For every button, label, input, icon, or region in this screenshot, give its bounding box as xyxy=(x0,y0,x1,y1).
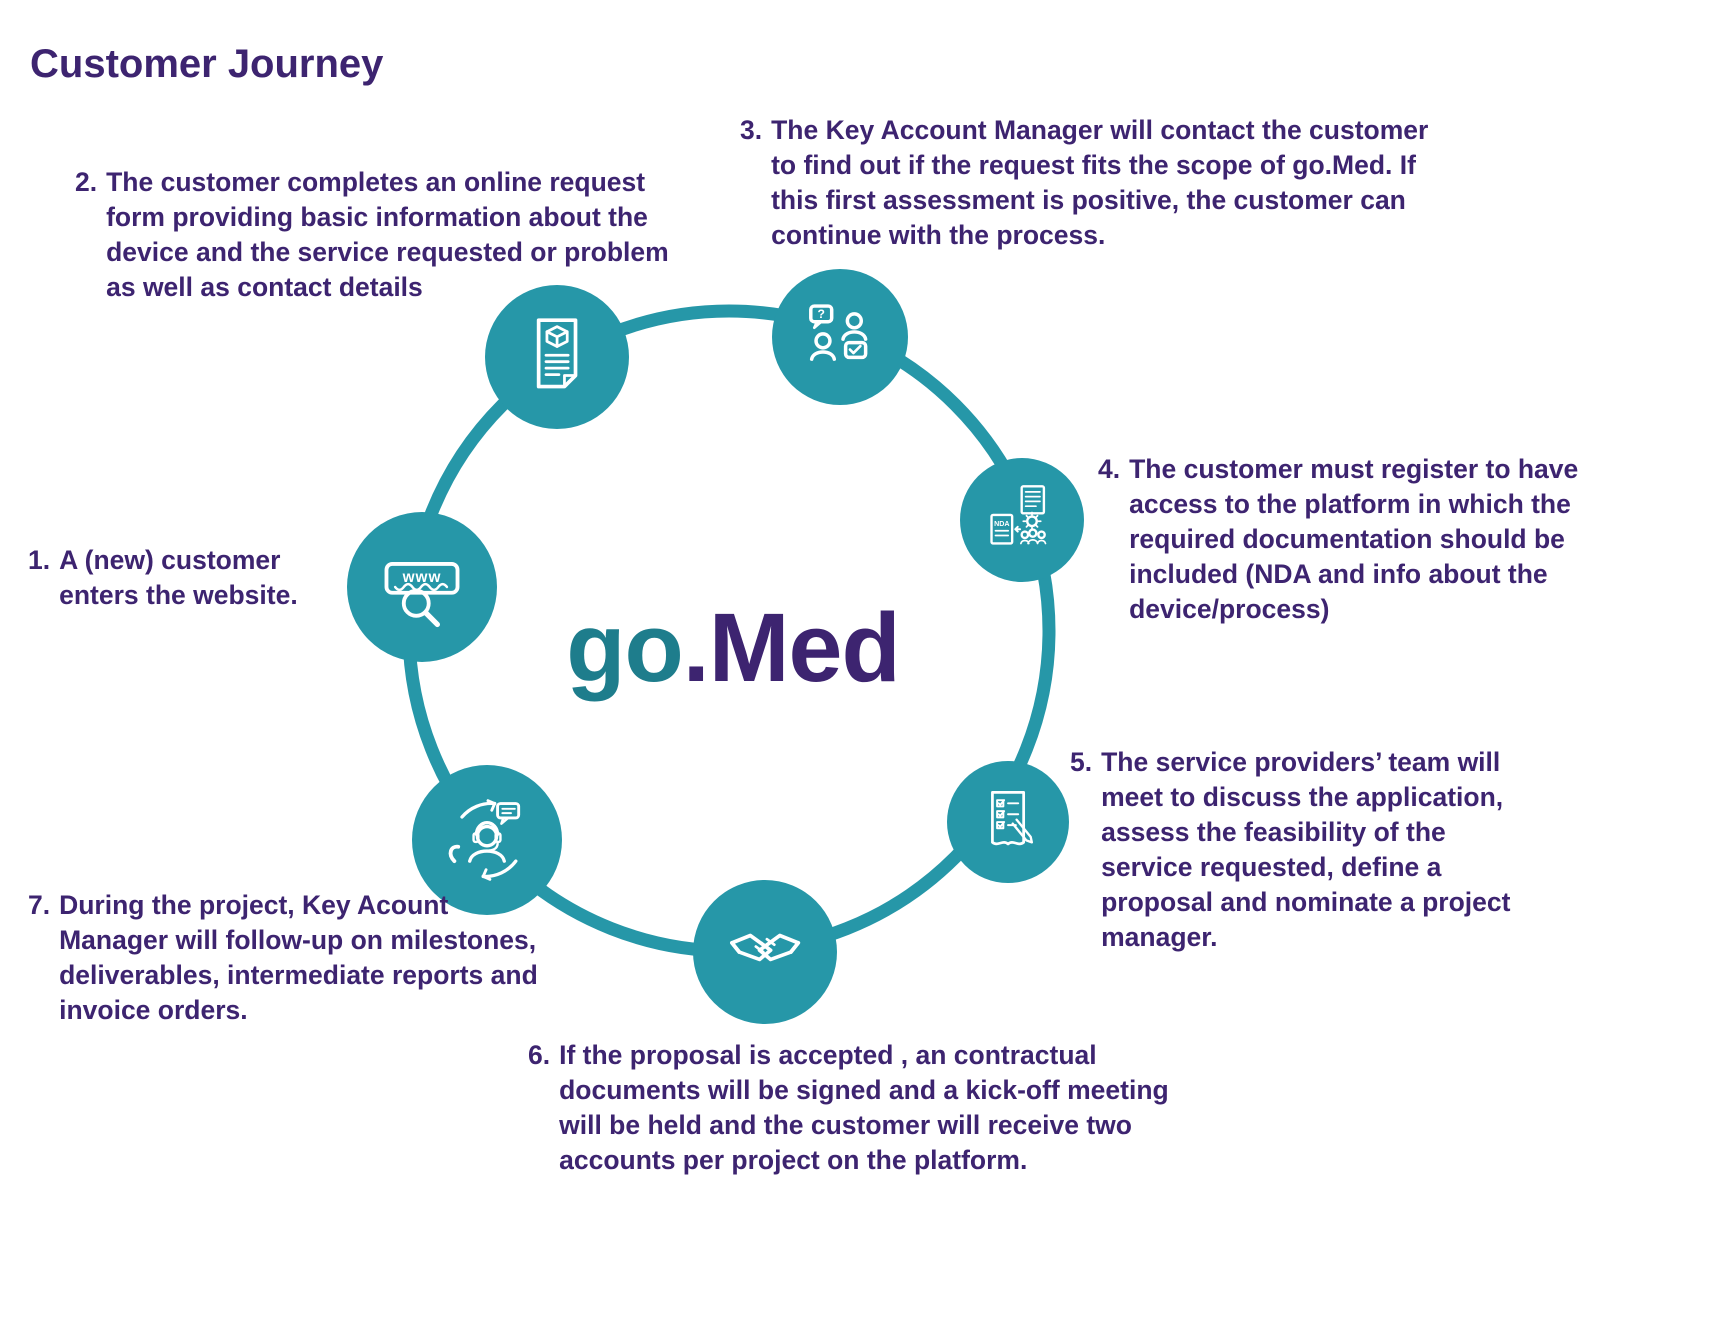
logo-dot: . xyxy=(682,593,710,702)
handshake-agreement-icon xyxy=(729,933,801,962)
step-1-description: A (new) customer enters the website. xyxy=(59,545,298,610)
logo-med: Med xyxy=(708,593,901,702)
step-1-node: www xyxy=(347,512,497,662)
svg-text:www: www xyxy=(402,569,442,586)
step-1-number: 1. xyxy=(28,545,51,575)
svg-text:?: ? xyxy=(818,308,825,322)
step-4-description: The customer must register to have acces… xyxy=(1129,454,1579,624)
step-7-text: 7. During the project, Key Acount Manage… xyxy=(28,888,548,1028)
step-5-description: The service providers’ team will meet to… xyxy=(1101,747,1511,952)
step-5-text: 5. The service providers’ team will meet… xyxy=(1070,745,1532,955)
step-6-node xyxy=(693,880,837,1024)
step-6-text: 6. If the proposal is accepted , an cont… xyxy=(528,1038,1176,1178)
step-5-number: 5. xyxy=(1070,747,1093,777)
step-2-node xyxy=(485,285,629,429)
step-4-text: 4. The customer must register to have ac… xyxy=(1098,452,1580,627)
platform-registration-nda-icon: NDA xyxy=(990,485,1047,545)
step-7-number: 7. xyxy=(28,890,51,920)
step-1-text: 1. A (new) customer enters the website. xyxy=(28,543,328,613)
step-5-node xyxy=(947,761,1069,883)
logo-go: go xyxy=(566,593,684,702)
step-7-node xyxy=(412,765,562,915)
step-4-number: 4. xyxy=(1098,454,1121,484)
gomed-logo: go.Med xyxy=(566,592,901,704)
step-2-description: The customer completes an online request… xyxy=(106,167,669,302)
step-7-description: During the project, Key Acount Manager w… xyxy=(59,890,538,1025)
step-6-number: 6. xyxy=(528,1040,551,1070)
step-2-text: 2. The customer completes an online requ… xyxy=(75,165,687,305)
team-proposal-checklist-icon xyxy=(991,790,1033,846)
step-3-text: 3. The Key Account Manager will contact … xyxy=(740,113,1430,253)
step-3-node: ? xyxy=(772,269,908,405)
step-3-description: The Key Account Manager will contact the… xyxy=(771,115,1429,250)
website-search-icon: www xyxy=(384,562,460,628)
step-3-number: 3. xyxy=(740,115,763,145)
step-6-description: If the proposal is accepted , an contrac… xyxy=(559,1040,1169,1175)
step-2-number: 2. xyxy=(75,167,98,197)
step-4-node: NDA xyxy=(960,458,1084,582)
svg-text:NDA: NDA xyxy=(994,520,1009,528)
online-request-form-icon xyxy=(536,318,578,389)
followup-support-icon xyxy=(448,799,521,881)
page-title: Customer Journey xyxy=(30,42,384,86)
account-manager-contact-icon: ? xyxy=(809,304,868,362)
